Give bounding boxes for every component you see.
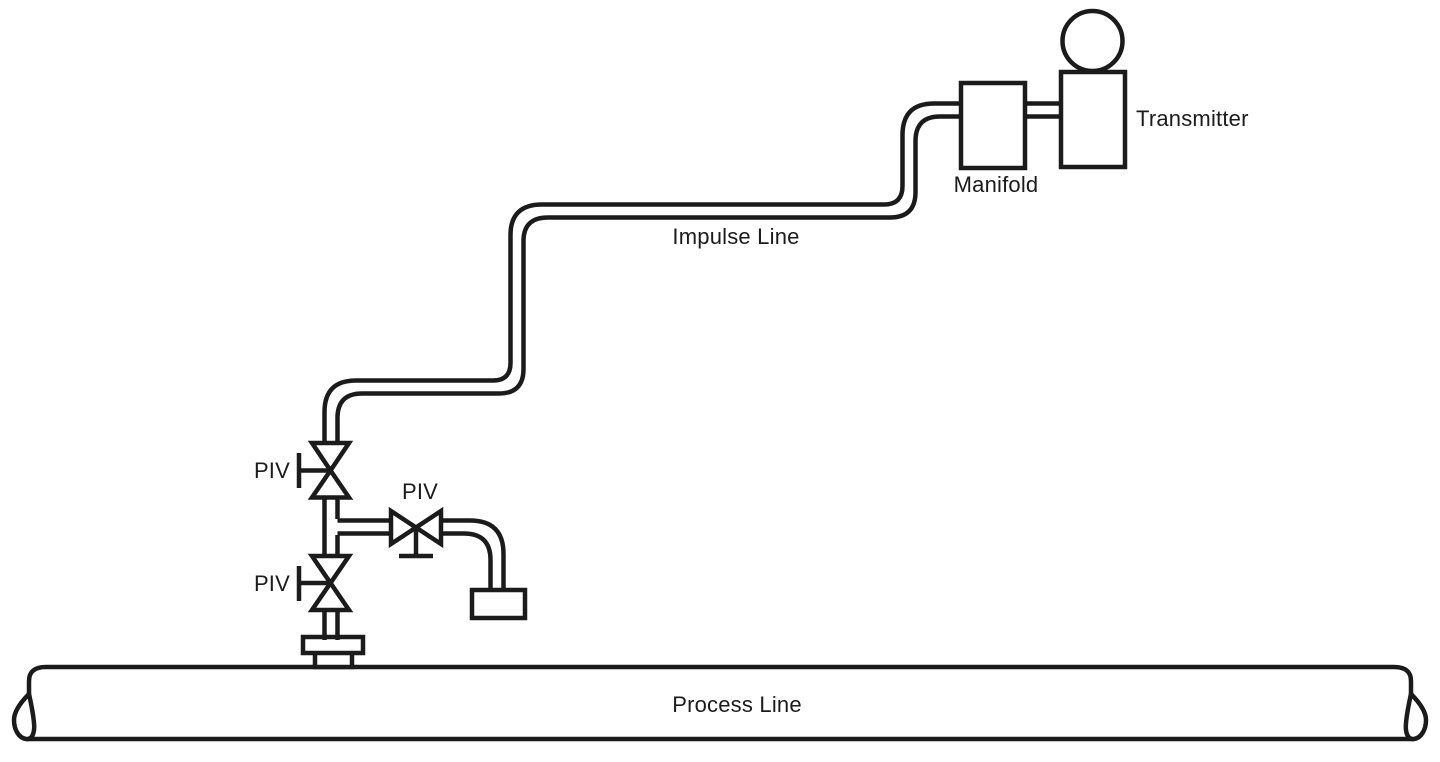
valve-body-triangle — [307, 440, 354, 475]
pipe-break-left-icon — [11, 689, 37, 742]
manifold-transmitter-connection — [1025, 101, 1061, 119]
isolation-valve-lower — [296, 553, 354, 613]
manifold-block — [958, 80, 1028, 171]
transmitter-head — [1060, 8, 1125, 74]
pipe-break-right-icon — [1403, 689, 1429, 742]
vent-valve — [388, 506, 444, 559]
manifold-body — [958, 80, 1028, 171]
impulse-line-outer — [322, 101, 961, 443]
manifold-label: Manifold — [954, 172, 1039, 197]
process-pipe-top-line — [26, 664, 1414, 694]
piv-vent-label: PIV — [402, 479, 438, 504]
piv-upper-label: PIV — [254, 458, 290, 483]
vent-elbow-line — [441, 531, 493, 590]
vent-plug — [469, 587, 528, 621]
transmitter-label: Transmitter — [1136, 106, 1249, 131]
valve-body-triangle — [307, 466, 354, 500]
process-line-pipe — [11, 664, 1429, 742]
impulse-line-label: Impulse Line — [672, 224, 799, 249]
tap-flange — [300, 634, 366, 656]
valve-body-triangle — [388, 506, 421, 549]
impulse-line-inner — [335, 114, 961, 443]
valve-body-triangle — [307, 579, 354, 613]
impulse-line-tubing — [322, 101, 961, 443]
piv-lower-label: PIV — [254, 571, 290, 596]
valve-body-triangle — [411, 506, 444, 549]
process-line-label: Process Line — [672, 692, 802, 717]
transmitter-body — [1058, 69, 1128, 170]
tap-flange-connection — [300, 634, 366, 670]
vent-piping — [441, 518, 528, 621]
valve-body-triangle — [307, 553, 354, 587]
isolation-valve-upper — [296, 440, 354, 500]
vent-elbow-line — [441, 518, 506, 590]
transmitter-instrument — [1058, 8, 1128, 170]
